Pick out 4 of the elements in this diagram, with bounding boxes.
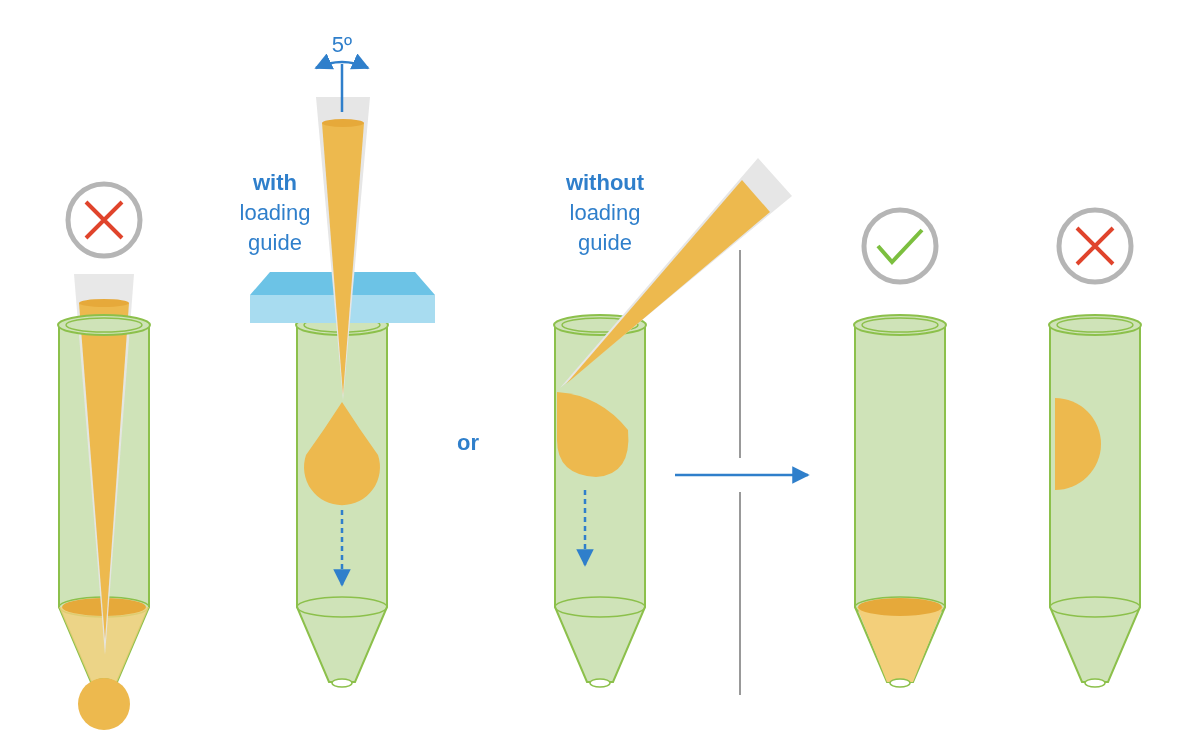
method-label: without loading guide	[564, 169, 646, 257]
method-label: with loading guide	[238, 169, 312, 257]
angle-label: 5º	[330, 31, 354, 59]
or-label: or	[456, 429, 480, 457]
